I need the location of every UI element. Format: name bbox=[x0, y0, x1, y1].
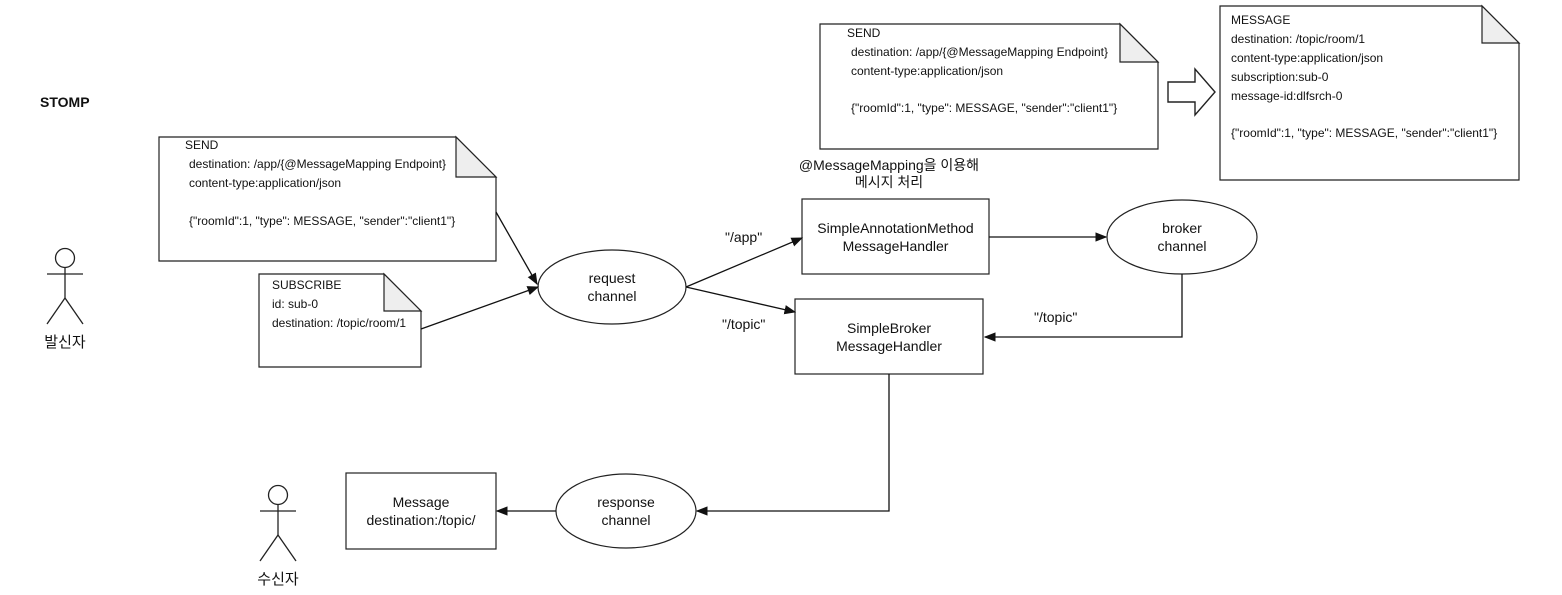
note-message-line: destination: /topic/room/1 bbox=[1231, 32, 1366, 46]
note-message-line: content-type:application/json bbox=[1231, 51, 1384, 65]
annotation-line: @MessageMapping을 이용해 bbox=[798, 157, 980, 173]
broker-channel-label-line: channel bbox=[1157, 238, 1207, 254]
broker-handler-node bbox=[794, 298, 984, 375]
response-channel-label: response channel bbox=[566, 493, 686, 529]
note-send-left-line: {"roomId":1, "type": MESSAGE, "sender":"… bbox=[189, 214, 456, 228]
broker-handler-label-line: SimpleBroker bbox=[846, 320, 932, 336]
note-subscribe bbox=[258, 273, 422, 368]
edge-label-topic-left: "/topic" bbox=[722, 316, 766, 332]
response-channel-label-line: channel bbox=[601, 512, 651, 528]
message-box-node bbox=[345, 472, 497, 550]
edge-request-to-annotation bbox=[685, 237, 804, 288]
response-channel-label-line: response bbox=[597, 494, 655, 510]
note-send-left-line: destination: /app/{@MessageMapping Endpo… bbox=[189, 157, 447, 171]
diagram-title: STOMP bbox=[40, 94, 90, 110]
broker-channel-label-line: broker bbox=[1162, 220, 1202, 236]
note-subscribe-line: destination: /topic/room/1 bbox=[272, 316, 407, 330]
edge-label-topic-right: "/topic" bbox=[1034, 309, 1078, 325]
request-channel-label: request channel bbox=[552, 269, 672, 305]
note-message-line: subscription:sub-0 bbox=[1231, 70, 1329, 84]
note-message-line: MESSAGE bbox=[1231, 13, 1291, 27]
note-send-top-line: SEND bbox=[847, 26, 881, 40]
sender-actor-label: 발신자 bbox=[44, 334, 86, 351]
note-send-left-line: content-type:application/json bbox=[189, 176, 342, 190]
edge-broker-handler-to-response bbox=[695, 374, 890, 516]
receiver-actor-label: 수신자 bbox=[257, 571, 299, 588]
broker-handler-label: SimpleBroker MessageHandler bbox=[795, 319, 983, 355]
note-message bbox=[1219, 5, 1520, 181]
receiver-actor-icon bbox=[259, 484, 297, 562]
edge-broker-channel-to-broker-handler bbox=[983, 274, 1183, 342]
note-message-line: {"roomId":1, "type": MESSAGE, "sender":"… bbox=[1231, 126, 1498, 140]
sender-actor-icon bbox=[46, 247, 84, 325]
annotation-handler-node bbox=[801, 198, 990, 275]
note-send-left-line: SEND bbox=[185, 138, 219, 152]
annotation-line: 메시지 처리 bbox=[854, 174, 924, 190]
note-send-left bbox=[158, 136, 497, 262]
annotation-handler-label-line: MessageHandler bbox=[842, 238, 949, 254]
edge-send-to-request bbox=[495, 211, 538, 286]
block-arrow-icon bbox=[1167, 67, 1216, 117]
request-channel-label-line: request bbox=[588, 270, 636, 286]
note-send-top-line: {"roomId":1, "type": MESSAGE, "sender":"… bbox=[851, 101, 1118, 115]
request-channel-label-line: channel bbox=[587, 288, 637, 304]
note-subscribe-line: id: sub-0 bbox=[272, 297, 319, 311]
message-mapping-annotation: @MessageMapping을 이용해 메시지 처리 bbox=[780, 157, 998, 191]
note-subscribe-line: SUBSCRIBE bbox=[272, 278, 342, 292]
message-box-label-line: Message bbox=[392, 494, 450, 510]
annotation-handler-label: SimpleAnnotationMethod MessageHandler bbox=[802, 219, 989, 255]
note-send-top bbox=[819, 23, 1159, 150]
note-message-line: message-id:dlfsrch-0 bbox=[1231, 89, 1343, 103]
edge-subscribe-to-request bbox=[420, 286, 540, 330]
annotation-handler-label-line: SimpleAnnotationMethod bbox=[817, 220, 974, 236]
edge-request-to-broker-handler bbox=[685, 286, 797, 315]
broker-handler-label-line: MessageHandler bbox=[836, 338, 942, 354]
message-box-label: Message destination:/topic/ bbox=[346, 493, 496, 529]
broker-channel-label: broker channel bbox=[1122, 219, 1242, 255]
note-send-top-line: content-type:application/json bbox=[851, 64, 1004, 78]
edge-label-app: "/app" bbox=[725, 229, 763, 245]
note-send-top-line: destination: /app/{@MessageMapping Endpo… bbox=[851, 45, 1109, 59]
message-box-label-line: destination:/topic/ bbox=[366, 512, 476, 528]
